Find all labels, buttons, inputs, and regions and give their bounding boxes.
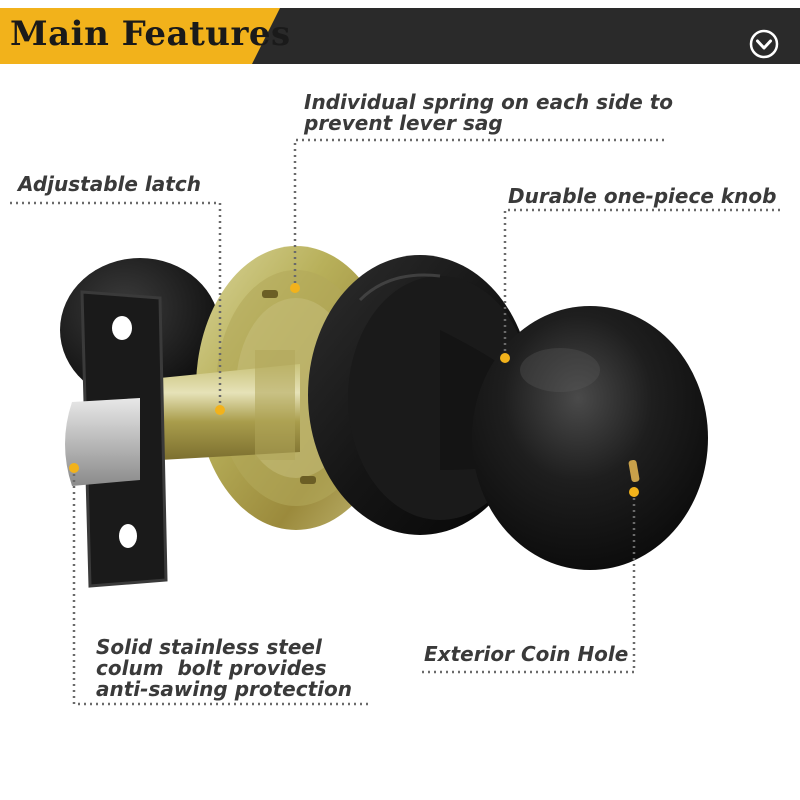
- header-accent-tab: [0, 8, 280, 64]
- callout-bolt-line-3: anti-sawing protection: [96, 677, 352, 701]
- callout-latch: Adjustable latch: [18, 172, 201, 196]
- header-bar: Main Features: [0, 8, 800, 64]
- chevron-down-circle-icon[interactable]: [748, 28, 780, 60]
- callout-bolt-line-2: colum bolt provides: [96, 656, 327, 680]
- callout-knob: Durable one-piece knob: [508, 184, 777, 208]
- callout-spring-line-2: prevent lever sag: [304, 111, 503, 135]
- page-title: Main Features: [10, 14, 291, 54]
- callout-bolt-line-1: Solid stainless steel: [96, 635, 322, 659]
- callout-spring-line-1: Individual spring on each side to: [304, 90, 674, 114]
- callout-spring: Individual spring on each side to preven…: [304, 92, 673, 134]
- callout-coin-hole: Exterior Coin Hole: [424, 642, 629, 666]
- callout-bolt: Solid stainless steel colum bolt provide…: [96, 637, 352, 700]
